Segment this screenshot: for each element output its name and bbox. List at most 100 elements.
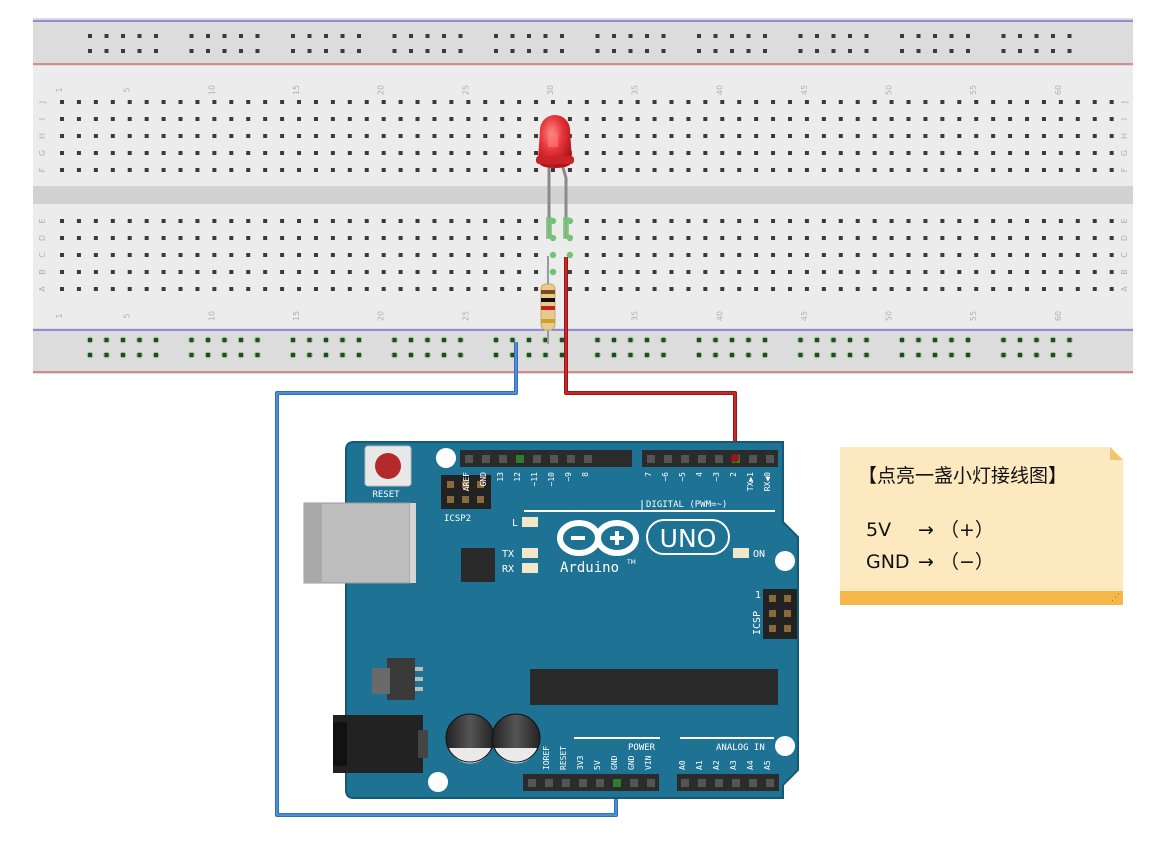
breadboard-hole: [1058, 270, 1063, 274]
note-line-gnd: GND→ （−）: [866, 547, 994, 574]
breadboard-hole: [889, 134, 894, 138]
column-number: 50: [885, 311, 894, 321]
breadboard-hole: [364, 100, 369, 104]
breadboard-hole: [483, 287, 488, 291]
rail-hole: [848, 49, 852, 53]
breadboard-hole: [60, 270, 64, 274]
breadboard-hole: [381, 100, 386, 104]
rail-hole: [645, 338, 649, 342]
breadboard-hole: [381, 270, 386, 274]
rail-hole: [425, 353, 430, 357]
breadboard-hole: [347, 253, 352, 257]
breadboard-hole: [1075, 134, 1080, 138]
header-pin: [613, 779, 621, 787]
breadboard-hole: [500, 100, 505, 104]
breadboard-hole: [991, 253, 996, 257]
breadboard-hole: [110, 100, 115, 104]
breadboard-hole: [635, 168, 640, 172]
row-letter: D: [38, 235, 47, 241]
breadboard-hole: [364, 168, 369, 172]
breadboard-hole: [500, 236, 505, 240]
breadboard-hole: [280, 151, 285, 155]
breadboard-hole: [195, 236, 200, 240]
breadboard-hole: [703, 236, 708, 240]
rail-hole: [831, 338, 836, 342]
breadboard-hole: [195, 270, 200, 274]
breadboard-hole: [889, 219, 894, 223]
breadboard-hole: [957, 236, 962, 240]
column-number: 35: [631, 311, 640, 321]
breadboard-hole: [127, 236, 132, 240]
breadboard-hole: [93, 168, 98, 172]
rail-hole: [206, 353, 210, 357]
breadboard-hole: [1109, 134, 1114, 138]
breadboard-hole: [347, 270, 352, 274]
rail-hole: [543, 353, 548, 357]
breadboard-hole: [483, 270, 488, 274]
breadboard-hole: [635, 151, 640, 155]
breadboard-hole: [246, 219, 251, 223]
header-pin: [715, 455, 723, 463]
breadboard-hole: [432, 100, 437, 104]
rail-hole: [697, 353, 701, 357]
breadboard-hole: [229, 151, 234, 155]
header-pin: [715, 779, 723, 787]
breadboard-hole: [957, 117, 962, 121]
rail-hole: [1001, 338, 1006, 342]
breadboard-hole: [76, 287, 81, 291]
rail-hole: [442, 353, 446, 357]
header-pin: [562, 779, 570, 787]
breadboard-hole: [1025, 270, 1030, 274]
breadboard-hole: [923, 253, 928, 257]
row-letter: F: [38, 167, 47, 172]
breadboard-hole: [212, 168, 217, 172]
row-letter: B: [38, 269, 47, 275]
breadboard-hole: [1092, 253, 1097, 257]
breadboard-hole: [787, 134, 792, 138]
rail-hole: [458, 34, 463, 38]
breadboard-hole: [957, 270, 962, 274]
reset-button[interactable]: [364, 445, 412, 487]
resize-grip-icon[interactable]: ⋰: [1111, 593, 1120, 603]
breadboard-hole: [720, 134, 725, 138]
header-pin: [681, 455, 689, 463]
breadboard-hole: [1075, 151, 1080, 155]
rail-hole: [560, 49, 564, 53]
row-letter: J: [1120, 101, 1129, 104]
column-number: 25: [461, 311, 470, 321]
rail-hole: [324, 49, 328, 53]
rail-hole: [527, 34, 531, 38]
rail-hole: [798, 353, 803, 357]
breadboard-hole: [415, 134, 420, 138]
breadboard-hole: [787, 100, 792, 104]
breadboard-hole: [940, 236, 945, 240]
breadboard-hole: [1025, 100, 1030, 104]
breadboard-hole: [297, 100, 302, 104]
breadboard-hole: [737, 168, 742, 172]
breadboard-hole: [974, 151, 979, 155]
breadboard-hole: [1041, 270, 1046, 274]
breadboard-hole: [466, 117, 471, 121]
breadboard-hole: [991, 117, 996, 121]
breadboard-hole: [263, 219, 268, 223]
pin-label: ~6: [661, 472, 670, 482]
breadboard-hole: [974, 117, 979, 121]
header-pin: [698, 455, 706, 463]
breadboard-hole: [212, 117, 217, 121]
breadboard-hole: [1058, 287, 1063, 291]
breadboard-hole: [178, 236, 183, 240]
header-pin: [550, 455, 558, 463]
breadboard-hole: [1041, 134, 1046, 138]
breadboard-hole: [534, 117, 539, 121]
header-pin: [579, 779, 587, 787]
breadboard-hole: [144, 287, 149, 291]
header-pin: [647, 455, 655, 463]
breadboard-hole: [1008, 134, 1013, 138]
breadboard-hole: [93, 270, 98, 274]
breadboard-hole: [212, 287, 217, 291]
breadboard-hole: [144, 151, 149, 155]
breadboard-hole: [957, 253, 962, 257]
rail-hole: [713, 353, 718, 357]
breadboard-hole: [76, 134, 81, 138]
breadboard-hole: [957, 151, 962, 155]
